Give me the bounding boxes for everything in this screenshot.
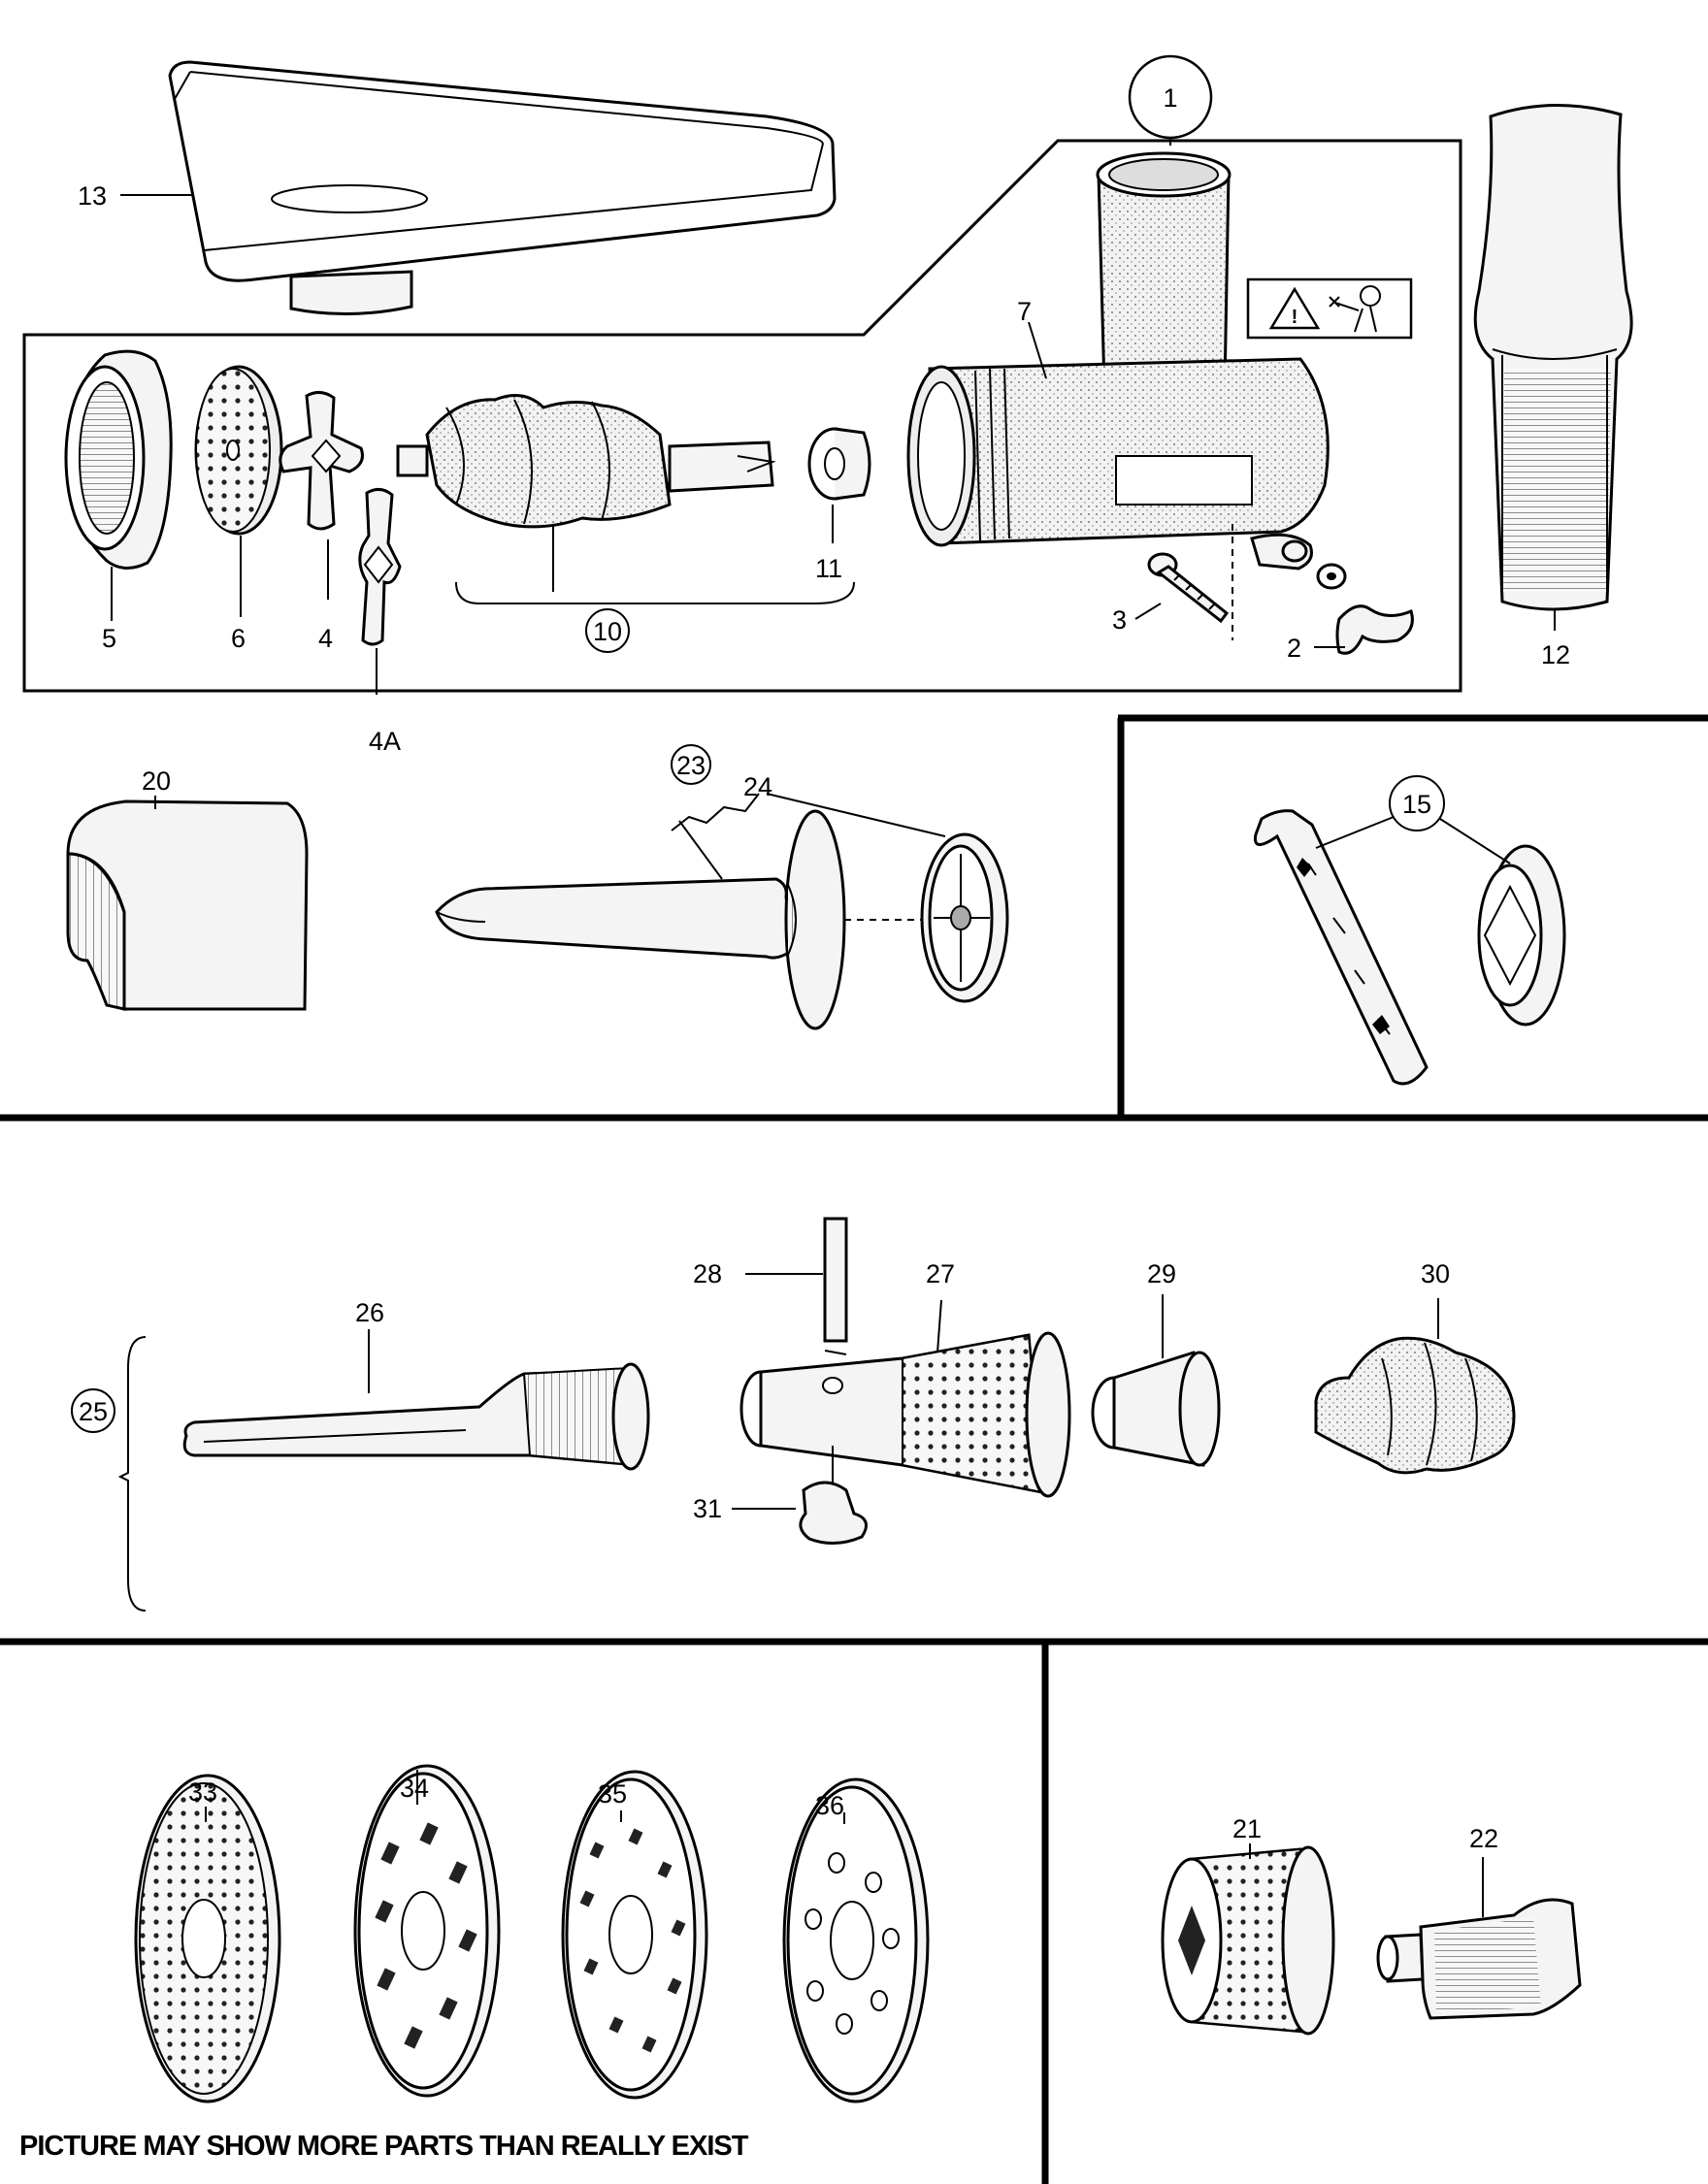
label-4a: 4A [369, 727, 401, 756]
part-30-auger-tip: 30 [1314, 1259, 1516, 1475]
part-24-disc: 24 [743, 772, 1009, 1003]
label-20: 20 [142, 766, 171, 796]
warning-plate: ! [1246, 277, 1413, 340]
hand-caution-icon [1329, 285, 1381, 333]
footer-disclaimer: PICTURE MAY SHOW MORE PARTS THAN REALLY … [19, 2131, 748, 2162]
label-36: 36 [815, 1791, 844, 1820]
label-27: 27 [926, 1259, 955, 1288]
part-11-bushing: 11 [807, 427, 871, 583]
part-22-grater-housing: 22 [1376, 1824, 1582, 2020]
part-5-ring-nut: 5 [64, 349, 173, 653]
label-34: 34 [400, 1774, 429, 1803]
part-31-knob: 31 [693, 1446, 868, 1545]
part-35-disc: 35 [561, 1770, 708, 2100]
label-6: 6 [231, 624, 246, 653]
label-28: 28 [693, 1259, 722, 1288]
label-15: 15 [1402, 790, 1431, 819]
part-6-plate: 6 [194, 365, 283, 653]
part-27-strainer: 27 [739, 1259, 1071, 1498]
part-3-screw: 3 [1112, 552, 1230, 635]
label-31: 31 [693, 1494, 722, 1523]
section-frames [0, 139, 1708, 2184]
label-7: 7 [1017, 297, 1032, 326]
label-2: 2 [1287, 634, 1301, 663]
part-21-grater-drum: 21 [1161, 1814, 1335, 2036]
label-23: 23 [676, 751, 706, 780]
part-7-grinder-body: 7 ! [906, 151, 1413, 640]
part-34-disc: 34 [353, 1764, 501, 2098]
part-25-26-shaping-tube: 25 26 [71, 1298, 650, 1612]
label-4: 4 [318, 624, 333, 653]
label-5: 5 [102, 624, 116, 653]
part-10-auger: 10 [396, 394, 855, 653]
svg-text:!: ! [1292, 307, 1298, 328]
label-26: 26 [355, 1298, 384, 1327]
part-20-cover: 20 [66, 766, 309, 1011]
label-11: 11 [815, 554, 842, 583]
label-1: 1 [1163, 83, 1177, 113]
label-25: 25 [79, 1397, 108, 1426]
part-12-pusher: 12 [1473, 104, 1633, 669]
label-29: 29 [1147, 1259, 1176, 1288]
label-33: 33 [188, 1777, 217, 1807]
part-36-disc: 36 [782, 1777, 930, 2103]
label-30: 30 [1421, 1259, 1450, 1288]
label-21: 21 [1232, 1814, 1262, 1843]
part-4-knife: 4 [279, 391, 364, 653]
part-33-disc: 33 [134, 1774, 281, 2103]
label-13: 13 [78, 181, 107, 211]
part-28-pin: 28 [693, 1217, 848, 1355]
part-4a-knife: 4A [358, 488, 402, 756]
label-12: 12 [1541, 640, 1570, 669]
label-24: 24 [743, 772, 772, 801]
label-3: 3 [1112, 605, 1127, 635]
part-13-tray: 13 [78, 60, 837, 315]
grinder-group-outline [22, 139, 1462, 693]
label-10: 10 [593, 617, 622, 646]
part-1-callout: 1 [1128, 54, 1213, 146]
part-2-wing-nut: 2 [1281, 539, 1414, 663]
part-29-bushing: 29 [1091, 1259, 1221, 1467]
label-22: 22 [1469, 1824, 1498, 1853]
label-35: 35 [598, 1779, 627, 1809]
part-15-kubbe-attachment: 15 [1253, 775, 1566, 1086]
warning-triangle-icon [1268, 286, 1321, 330]
part-23-stuffing-tube: 23 [435, 744, 941, 1030]
